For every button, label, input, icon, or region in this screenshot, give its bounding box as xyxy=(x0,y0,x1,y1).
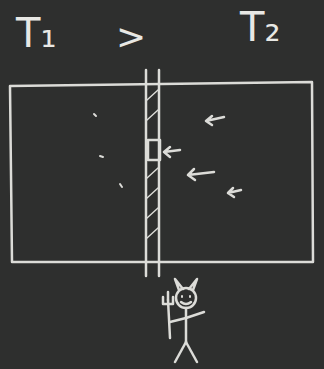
demon-figure xyxy=(163,279,204,362)
fast-molecules xyxy=(164,116,241,197)
partition-wall xyxy=(145,70,148,276)
slow-molecules xyxy=(94,114,122,187)
partition-hatching xyxy=(147,90,158,238)
container-box xyxy=(10,82,313,262)
partition-wall xyxy=(158,70,161,276)
trap-door xyxy=(148,140,160,160)
comparison-sign: > xyxy=(116,16,146,57)
temperature-label: T₁ xyxy=(16,10,56,56)
temperature-label: T₂ xyxy=(240,4,280,50)
